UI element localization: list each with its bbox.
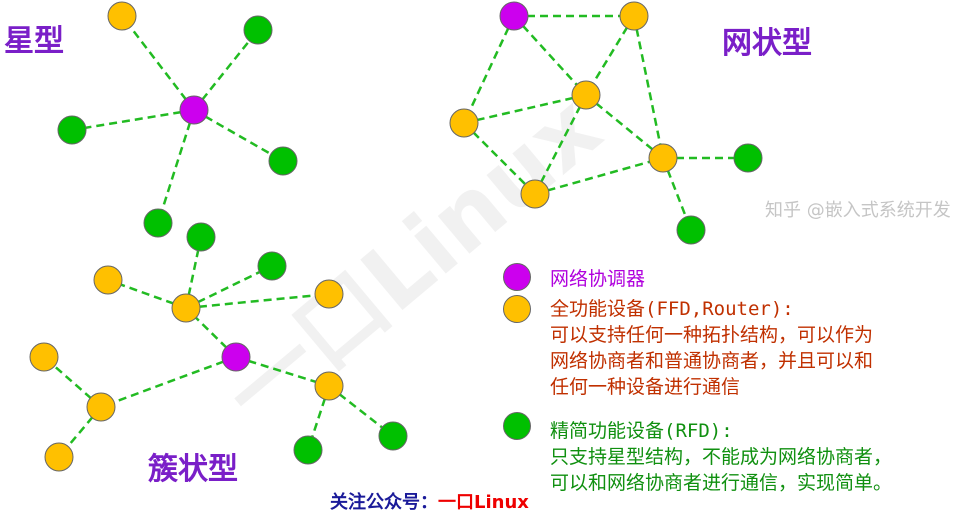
footer-note: 关注公众号：一口Linux (330, 488, 529, 514)
mesh-ffd-node (520, 179, 550, 209)
ffd-legend-dot (503, 295, 531, 323)
coordinator-legend-dot (503, 263, 531, 291)
rfd-legend: 精简功能设备(RFD): 只支持星型结构，不能成为网络协商者， 可以和网络协商者… (550, 418, 892, 496)
star-link (71, 108, 195, 132)
cluster-link (235, 355, 330, 388)
rfd-desc-line: 只支持星型结构，不能成为网络协商者， (550, 446, 893, 468)
ffd-legend: 全功能设备(FFD,Router): 可以支持任何一种拓扑结构，可以作为 网络协… (550, 296, 873, 400)
cluster-rfd-node (378, 421, 408, 451)
ffd-legend-label: 全功能设备(FFD,Router): (550, 298, 794, 320)
cluster-ffd-node (314, 371, 344, 401)
mesh-rfd-node (733, 143, 763, 173)
star-rfd-node (243, 15, 273, 45)
star-coordinator-node (179, 95, 209, 125)
mesh-link (513, 15, 587, 96)
mesh-link (462, 15, 516, 124)
cluster-rfd-node (293, 435, 323, 465)
footer-prefix: 关注公众号： (330, 492, 438, 513)
mesh-link (534, 156, 664, 196)
star-link (121, 15, 195, 111)
mesh-coordinator-node (499, 1, 529, 31)
cluster-ffd-node (171, 293, 201, 323)
mesh-link (585, 94, 664, 159)
mesh-ffd-node (449, 108, 479, 138)
cluster-ffd-node (44, 442, 74, 472)
mesh-link (463, 122, 536, 195)
footer-name: 一口Linux (438, 492, 529, 513)
star-rfd-node (57, 115, 87, 145)
rfd-legend-dot (503, 412, 531, 440)
mesh-ffd-node (619, 1, 649, 31)
zhihu-watermark: 知乎 @嵌入式系统开发 (765, 200, 951, 221)
star-link (193, 29, 259, 111)
mesh-link (533, 94, 588, 195)
cluster-ffd-node (29, 342, 59, 372)
cluster-rfd-node (186, 222, 216, 252)
cluster-link (100, 355, 237, 409)
cluster-rfd-node (257, 251, 287, 281)
cluster-coordinator-node (221, 342, 251, 372)
coordinator-legend-label: 网络协调器 (550, 268, 646, 290)
mesh-link (584, 15, 636, 96)
cluster-ffd-node (93, 265, 123, 295)
ffd-desc-line: 可以支持任何一种拓扑结构，可以作为 (550, 324, 874, 346)
mesh-link (632, 15, 665, 159)
ffd-desc-line: 任何一种设备进行通信 (550, 376, 741, 398)
star-ffd-node (107, 1, 137, 31)
mesh-ffd-node (648, 143, 678, 173)
rfd-legend-label: 精简功能设备(RFD): (550, 420, 733, 442)
star-rfd-node (143, 208, 173, 238)
cluster-link (185, 264, 273, 310)
star-link (156, 109, 196, 224)
rfd-desc-line: 可以和网络协商者进行通信，实现简单。 (550, 472, 893, 494)
cluster-ffd-node (86, 392, 116, 422)
star-title: 星型 (4, 24, 64, 59)
topology-diagram (29, 1, 763, 472)
ffd-desc-line: 网络协商者和普通协商者，并且可以和 (550, 350, 874, 372)
star-rfd-node (268, 146, 298, 176)
star-link (193, 108, 284, 163)
cluster-link (185, 292, 330, 310)
mesh-rfd-node (676, 215, 706, 245)
cluster-title: 簇状型 (148, 452, 238, 487)
mesh-title: 网状型 (722, 26, 812, 61)
cluster-ffd-node (314, 279, 344, 309)
mesh-ffd-node (571, 80, 601, 110)
mesh-link (463, 93, 587, 125)
